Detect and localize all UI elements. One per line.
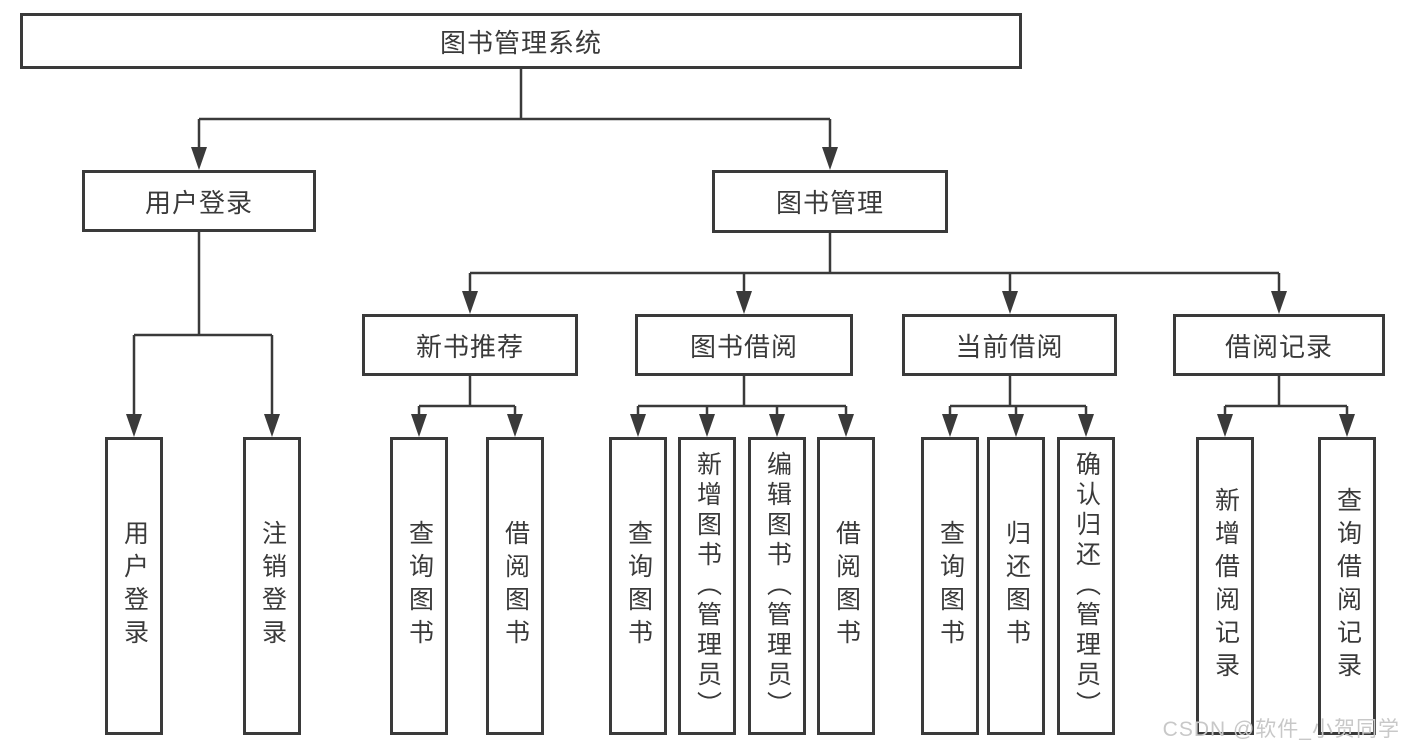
node-library-system: 图书管理系统 (20, 13, 1022, 69)
leaf-borrow-books-recommend-label: 借阅图书 (501, 520, 530, 652)
leaf-borrow-books-borrowing-label: 借阅图书 (832, 520, 861, 652)
leaf-confirm-return-admin: 确认归还（管理员） (1057, 437, 1115, 735)
leaf-query-books-recommend: 查询图书 (390, 437, 448, 735)
node-borrowing-records-label: 借阅记录 (1224, 331, 1333, 362)
leaf-query-books-recommend-label: 查询图书 (405, 520, 434, 652)
leaf-confirm-return-admin-label: 确认归还（管理员） (1072, 451, 1101, 721)
node-new-book-recommend-label: 新书推荐 (415, 331, 524, 362)
node-current-borrowing-label: 当前借阅 (955, 331, 1064, 362)
leaf-query-borrow-record-label: 查询借阅记录 (1333, 487, 1362, 685)
leaf-user-login: 用户登录 (105, 437, 163, 735)
leaf-borrow-books-recommend: 借阅图书 (486, 437, 544, 735)
node-user-login-label: 用户登录 (144, 187, 253, 218)
arrowheads (126, 147, 1355, 437)
leaf-add-books-admin-label: 新增图书（管理员） (693, 451, 722, 721)
leaf-add-borrow-record: 新增借阅记录 (1196, 437, 1254, 735)
leaf-return-books-label: 归还图书 (1002, 520, 1031, 652)
leaf-return-books: 归还图书 (987, 437, 1045, 735)
node-book-borrowing-label: 图书借阅 (689, 331, 798, 362)
node-current-borrowing: 当前借阅 (902, 314, 1117, 376)
leaf-edit-books-admin-label: 编辑图书（管理员） (763, 451, 792, 721)
node-book-management: 图书管理 (712, 170, 948, 233)
node-borrowing-records: 借阅记录 (1173, 314, 1385, 376)
leaf-query-books-borrowing-label: 查询图书 (624, 520, 653, 652)
node-book-borrowing: 图书借阅 (635, 314, 853, 376)
node-library-system-label: 图书管理系统 (439, 27, 602, 58)
leaf-logout-label: 注销登录 (258, 520, 287, 652)
leaf-query-books-current-label: 查询图书 (936, 520, 965, 652)
leaf-logout: 注销登录 (243, 437, 301, 735)
leaf-user-login-label: 用户登录 (120, 520, 149, 652)
leaf-query-books-current: 查询图书 (921, 437, 979, 735)
leaf-add-borrow-record-label: 新增借阅记录 (1211, 487, 1240, 685)
leaf-edit-books-admin: 编辑图书（管理员） (748, 437, 806, 735)
leaf-add-books-admin: 新增图书（管理员） (678, 437, 736, 735)
node-book-management-label: 图书管理 (775, 188, 884, 218)
leaf-query-books-borrowing: 查询图书 (609, 437, 667, 735)
leaf-borrow-books-borrowing: 借阅图书 (817, 437, 875, 735)
leaf-query-borrow-record: 查询借阅记录 (1318, 437, 1376, 735)
node-user-login: 用户登录 (82, 170, 316, 232)
node-new-book-recommend: 新书推荐 (362, 314, 578, 376)
